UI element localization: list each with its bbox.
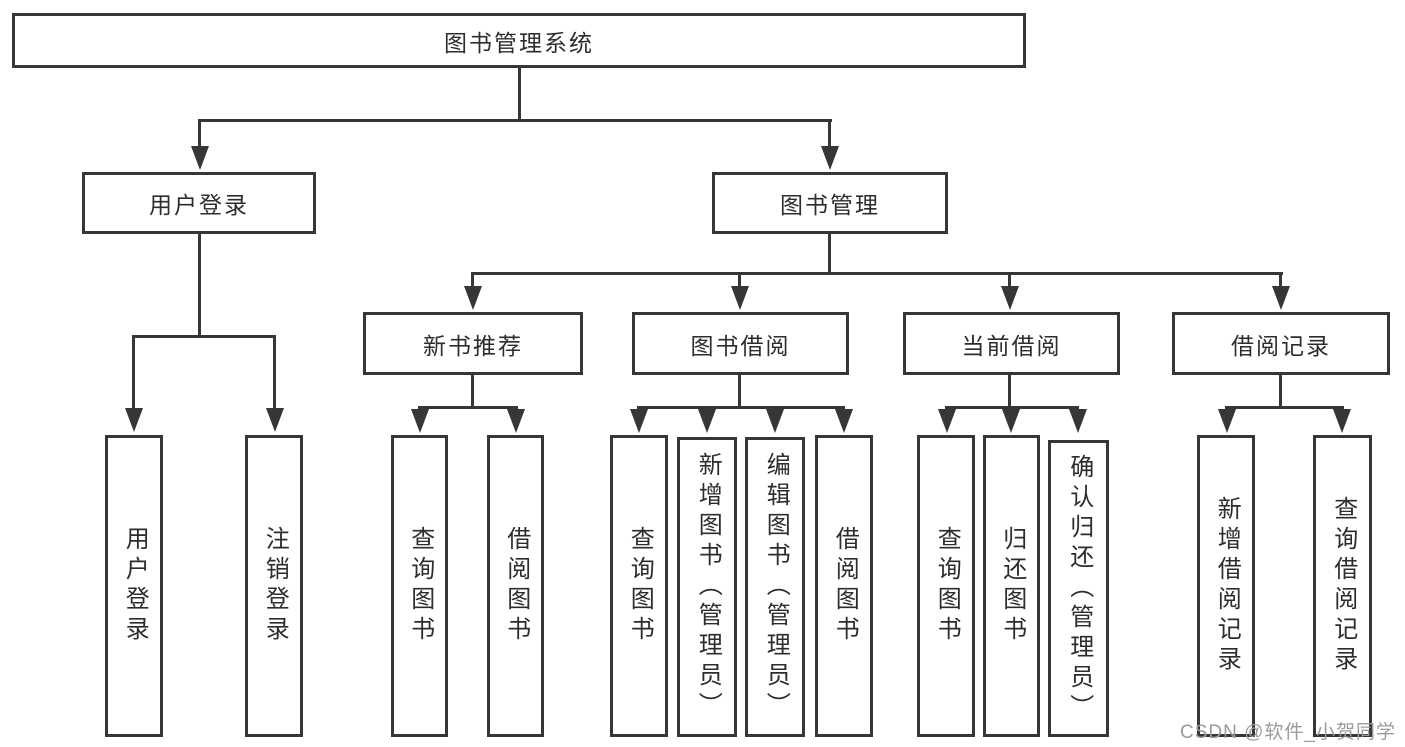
leaf-label: 用户登录 [121,526,149,646]
arrowhead-icon [630,409,648,433]
leaf-query-books-borrowing: 查询图书 [610,435,668,737]
leaf-user-login: 用户登录 [105,435,163,737]
arrowhead-icon [1218,409,1236,433]
leaf-label: 借阅图书 [502,526,530,646]
leaf-label: 查询图书 [626,526,654,646]
leaf-label: 查询图书 [406,526,434,646]
leaf-return-books: 归还图书 [983,435,1040,737]
arrowhead-icon [411,409,429,433]
connector [1008,272,1011,288]
connector [418,406,518,409]
connector [518,67,521,122]
node-label: 用户登录 [149,192,249,218]
node-borrowing-records: 借阅记录 [1172,312,1390,375]
node-library-system: 图书管理系统 [12,13,1026,68]
connector [738,272,741,288]
leaf-label: 查询图书 [933,526,961,646]
connector [198,119,832,122]
leaf-label: 借阅图书 [831,526,859,646]
connector [132,335,276,338]
arrowhead-icon [698,409,716,433]
leaf-label: 新增图书（管理员） [694,452,722,722]
arrowhead-icon [821,146,839,170]
connector [945,406,1079,409]
connector [1225,406,1344,409]
leaf-label: 新增借阅记录 [1213,496,1241,676]
arrowhead-icon [1001,286,1019,310]
arrowhead-icon [125,408,143,432]
leaf-query-books-current: 查询图书 [917,435,975,737]
leaf-add-books-admin: 新增图书（管理员） [677,437,737,737]
connector [738,375,741,408]
node-book-management: 图书管理 [712,172,948,234]
node-label: 图书借阅 [690,332,791,359]
arrowhead-icon [938,409,956,433]
leaf-logout: 注销登录 [245,435,303,737]
node-label: 新书推荐 [423,332,523,359]
connector [1279,375,1282,408]
connector [1008,375,1011,408]
arrowhead-icon [1272,286,1290,310]
node-book-borrowing: 图书借阅 [632,312,849,375]
leaf-label: 编辑图书（管理员） [762,452,790,722]
leaf-query-books-recommend: 查询图书 [391,435,448,737]
arrowhead-icon [1069,409,1087,433]
connector [471,375,474,408]
csdn-watermark: CSDN @软件_小贺同学 [1180,722,1396,743]
arrowhead-icon [507,409,525,433]
connector [637,406,845,409]
node-label: 当前借阅 [961,332,1062,359]
arrowhead-icon [1002,409,1020,433]
leaf-confirm-return-admin: 确认归还（管理员） [1048,440,1109,737]
node-label: 图书管理 [780,192,880,218]
leaf-label: 查询借阅记录 [1329,496,1357,676]
arrowhead-icon [835,409,853,433]
node-label: 图书管理系统 [444,29,594,56]
connector [198,119,201,149]
leaf-query-borrow-record: 查询借阅记录 [1313,435,1372,737]
node-current-borrowing: 当前借阅 [903,312,1120,375]
arrowhead-icon [766,409,784,433]
leaf-borrow-books-recommend: 借阅图书 [487,435,544,737]
leaf-label: 归还图书 [998,526,1026,646]
leaf-borrow-books-borrowing: 借阅图书 [815,435,873,737]
node-label: 借阅记录 [1231,332,1331,359]
connector [132,335,135,410]
connector [1279,272,1282,288]
leaf-edit-books-admin: 编辑图书（管理员） [745,437,805,737]
leaf-add-borrow-record: 新增借阅记录 [1197,435,1255,737]
connector [471,272,474,288]
arrowhead-icon [731,286,749,310]
node-new-book-recommend: 新书推荐 [363,312,583,375]
arrowhead-icon [191,146,209,170]
leaf-label: 确认归还（管理员） [1065,453,1093,724]
arrowhead-icon [1333,409,1351,433]
connector [828,234,831,275]
connector [198,234,201,338]
connector [471,272,1283,275]
arrowhead-icon [266,408,284,432]
node-user-login: 用户登录 [82,172,316,234]
connector [273,335,276,410]
leaf-label: 注销登录 [261,526,289,646]
arrowhead-icon [464,286,482,310]
connector [828,119,831,149]
